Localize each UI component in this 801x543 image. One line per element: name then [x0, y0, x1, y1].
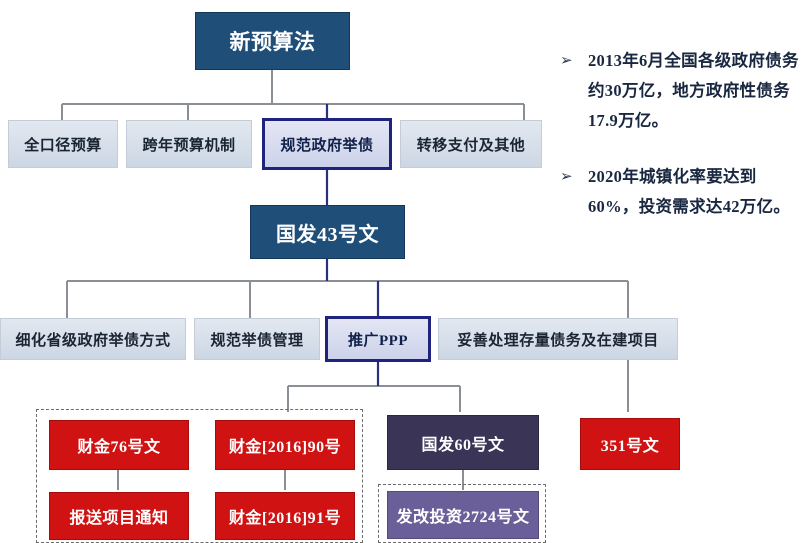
arrow-bullet-icon: ➢ — [560, 53, 573, 69]
note-item: ➢ 2013年6月全国各级政府债务约30万亿，地方政府性债务17.9万亿。 — [556, 46, 801, 136]
node-refine-provincial-borrowing[interactable]: 细化省级政府举债方式 — [0, 318, 186, 360]
notes-panel: ➢ 2013年6月全国各级政府债务约30万亿，地方政府性债务17.9万亿。 ➢ … — [556, 46, 801, 248]
node-caijin-76[interactable]: 财金76号文 — [49, 420, 189, 470]
arrow-bullet-icon: ➢ — [560, 169, 573, 185]
node-transfer-payment-and-others[interactable]: 转移支付及其他 — [400, 120, 542, 168]
node-doc-351[interactable]: 351号文 — [580, 418, 680, 470]
note-item: ➢ 2020年城镇化率要达到60%，投资需求达42万亿。 — [556, 162, 801, 222]
node-project-submission-notice[interactable]: 报送项目通知 — [49, 492, 189, 540]
node-new-budget-law[interactable]: 新预算法 — [195, 12, 350, 70]
node-caijin-2016-90[interactable]: 财金[2016]90号 — [215, 420, 355, 470]
node-regulate-government-borrowing[interactable]: 规范政府举债 — [262, 118, 392, 170]
node-handle-existing-debt[interactable]: 妥善处理存量债务及在建项目 — [438, 318, 678, 360]
node-ndrc-investment-2724[interactable]: 发改投资2724号文 — [387, 491, 539, 539]
note-text: 2020年城镇化率要达到60%，投资需求达42万亿。 — [588, 167, 791, 216]
node-guofa-60[interactable]: 国发60号文 — [387, 415, 539, 470]
node-guofa-43[interactable]: 国发43号文 — [250, 205, 405, 259]
node-cross-year-budget-mechanism[interactable]: 跨年预算机制 — [126, 120, 252, 168]
node-regulate-borrowing-management[interactable]: 规范举债管理 — [194, 318, 320, 360]
node-full-caliber-budget[interactable]: 全口径预算 — [8, 120, 118, 168]
note-text: 2013年6月全国各级政府债务约30万亿，地方政府性债务17.9万亿。 — [588, 51, 799, 130]
node-promote-ppp[interactable]: 推广PPP — [325, 316, 431, 362]
node-caijin-2016-91[interactable]: 财金[2016]91号 — [215, 492, 355, 540]
